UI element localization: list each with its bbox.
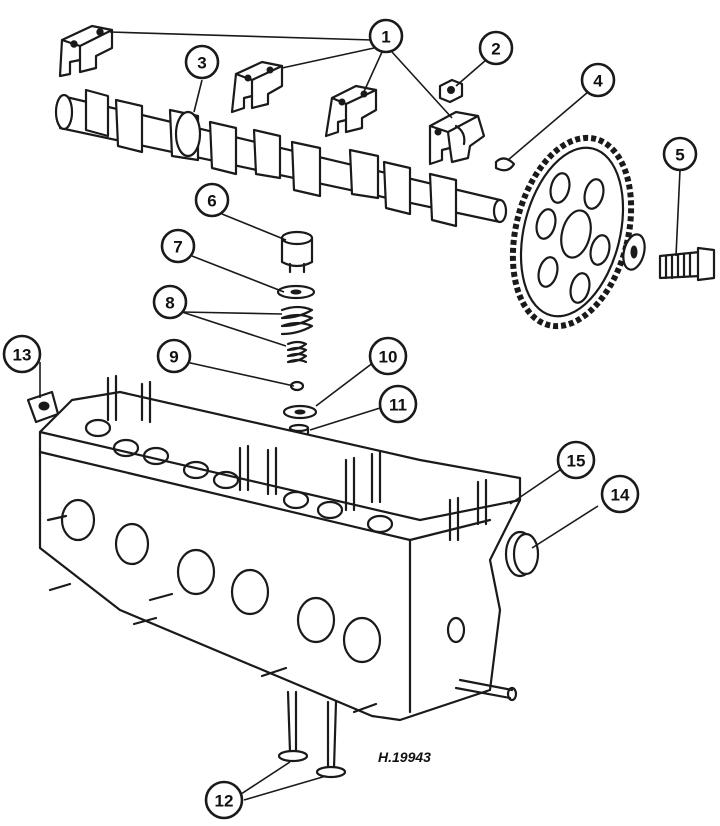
figure-reference-code: H.19943: [378, 749, 431, 765]
callout-3: 3: [184, 44, 220, 80]
callout-3-label: 3: [197, 54, 206, 73]
callout-15: 15: [556, 440, 596, 480]
camshaft-oil-seal-icon: [26, 390, 60, 424]
tappet-icon: [280, 230, 314, 274]
callout-8-label: 8: [165, 294, 174, 313]
bearing-cap-1c: [324, 84, 378, 138]
leader-lines: [39, 31, 681, 801]
callout-1: 1: [368, 18, 404, 54]
callout-5-label: 5: [675, 146, 684, 165]
sprocket-bolt-icon: [658, 246, 716, 282]
callout-11-label: 11: [389, 396, 407, 415]
callout-4: 4: [580, 62, 616, 98]
callout-8: 8: [152, 284, 188, 320]
callout-6: 6: [194, 182, 230, 218]
callout-9: 9: [156, 338, 192, 374]
callout-1-label: 1: [381, 28, 390, 47]
callout-15-label: 15: [567, 452, 586, 471]
bearing-cap-1a: [58, 24, 114, 78]
callout-10: 10: [368, 336, 408, 376]
timing-sprocket: [509, 134, 635, 330]
callout-11: 11: [378, 384, 418, 424]
spring-seat-icon: [282, 404, 318, 420]
cylinder-head-plug-icon: [504, 530, 540, 578]
callout-5: 5: [662, 136, 698, 172]
bearing-cap-1d: [428, 110, 486, 166]
cylinder-head: [38, 374, 522, 722]
callout-12-label: 12: [215, 792, 234, 811]
camshaft: [54, 88, 508, 228]
callout-12: 12: [204, 780, 244, 820]
callout-13: 13: [2, 334, 42, 374]
sprocket-washer-icon: [622, 233, 646, 271]
callout-6-label: 6: [207, 192, 216, 211]
callout-10-label: 10: [379, 348, 398, 367]
callout-2: 2: [478, 30, 514, 66]
callout-13-label: 13: [13, 346, 32, 365]
callout-2-label: 2: [491, 40, 500, 59]
woodruff-key-icon: [494, 157, 516, 172]
callout-7: 7: [160, 228, 196, 264]
callout-7-label: 7: [173, 238, 182, 257]
callout-14-label: 14: [611, 486, 630, 505]
valves-icon: [277, 690, 347, 779]
spring-retainer-icon: [276, 284, 316, 300]
bearing-cap-1b: [230, 60, 284, 114]
callout-4-label: 4: [593, 72, 603, 91]
callout-14: 14: [600, 474, 640, 514]
valve-springs-icon: [280, 305, 314, 364]
callout-9-label: 9: [169, 348, 178, 367]
